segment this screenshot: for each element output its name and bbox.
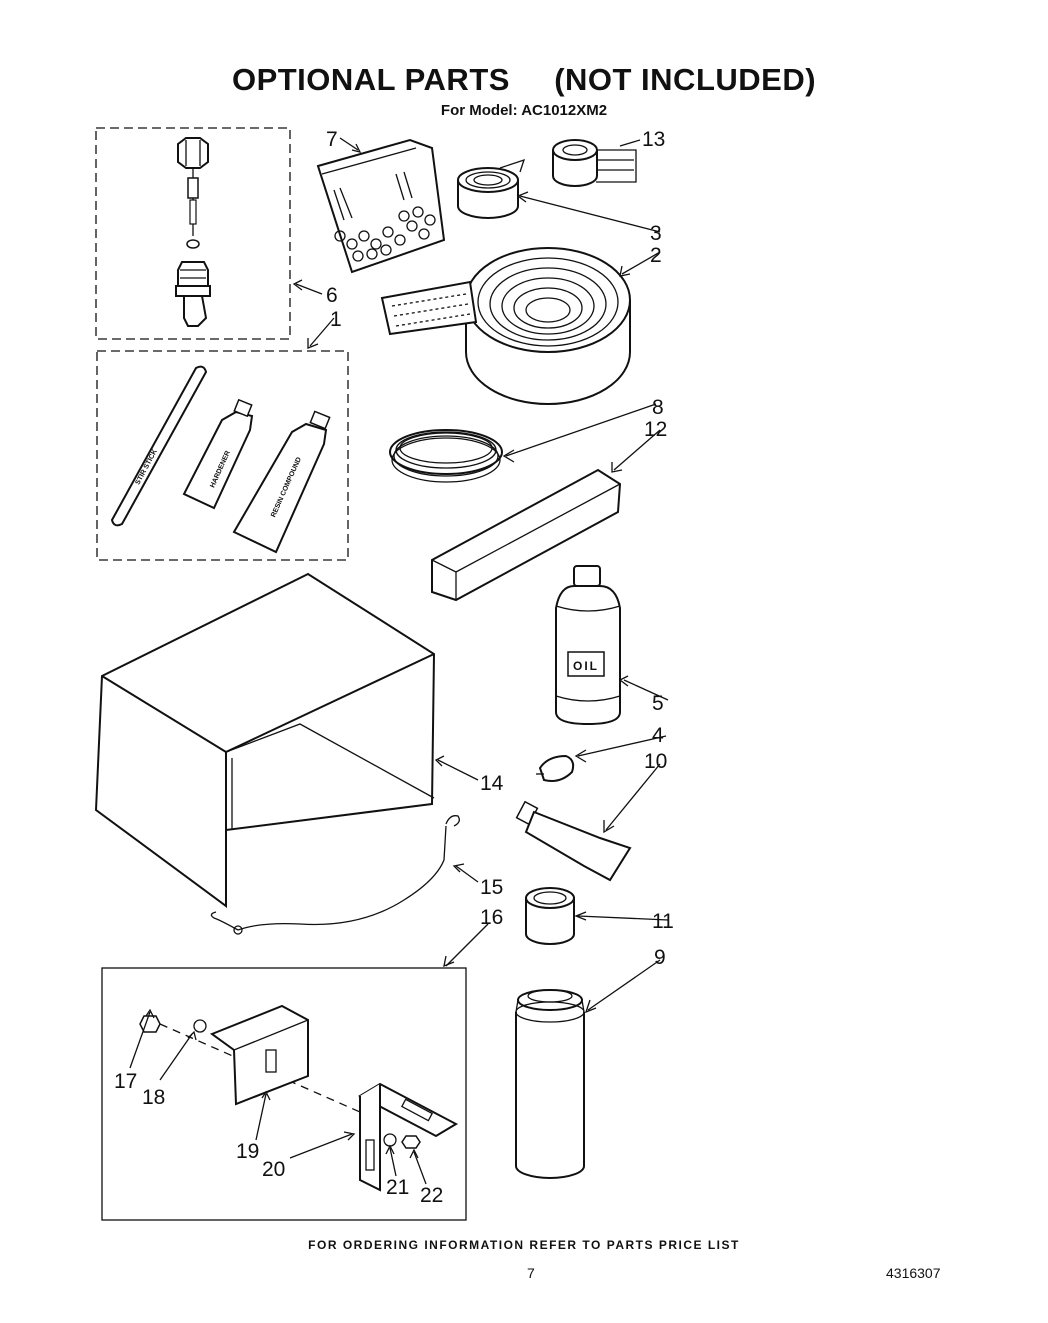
callout-15: 15: [480, 876, 503, 899]
oil-bottle: OIL: [555, 565, 621, 726]
large-foam-tape-roll: [380, 247, 631, 405]
sealant-tube: [515, 800, 632, 882]
hardware-bag: [316, 138, 446, 274]
callout-7: 7: [326, 128, 338, 151]
bracket-kit-box: [101, 967, 467, 1221]
oil-label: OIL: [573, 659, 599, 673]
spray-can: [515, 989, 585, 1179]
callout-16: 16: [480, 906, 503, 929]
bracket-hardware: [139, 1004, 459, 1192]
title-not-included: (NOT INCLUDED): [554, 62, 817, 97]
foam-strip-block: [431, 468, 622, 602]
callout-4: 4: [652, 724, 664, 747]
callout-13: 13: [642, 128, 665, 151]
valve-assembly: [175, 137, 211, 327]
callout-14: 14: [480, 772, 504, 795]
leader-lines: [129, 137, 669, 1185]
callout-10: 10: [644, 750, 667, 773]
small-tape-roll: [552, 139, 637, 187]
callout-3: 3: [650, 222, 662, 245]
drain-tube-coil: [389, 429, 503, 483]
page-title: OPTIONAL PARTS (NOT INCLUDED): [0, 62, 1048, 98]
small-can: [525, 887, 575, 945]
callout-5: 5: [652, 692, 664, 715]
resin-compound-tube: RESIN COMPOUND: [232, 410, 331, 554]
small-plug: [536, 754, 575, 782]
repair-kit-box: [96, 350, 349, 561]
callout-2: 2: [650, 244, 662, 267]
hardener-tube: HARDENER: [182, 398, 254, 510]
callout-21: 21: [386, 1176, 409, 1199]
callout-9: 9: [654, 946, 666, 969]
page-number: 7: [527, 1265, 535, 1281]
title-optional-parts: OPTIONAL PARTS: [231, 62, 510, 97]
callout-6: 6: [326, 284, 338, 307]
callout-22: 22: [420, 1184, 443, 1207]
model-subtitle: For Model: AC1012XM2: [440, 102, 608, 119]
document-number: 4316307: [886, 1265, 941, 1281]
ordering-info: FOR ORDERING INFORMATION REFER TO PARTS …: [308, 1238, 740, 1252]
cover-cord: [210, 815, 460, 935]
callout-20: 20: [262, 1158, 285, 1181]
callout-8: 8: [652, 396, 664, 419]
medium-tape-roll: [457, 158, 526, 219]
unit-cover: [94, 572, 436, 908]
callout-11: 11: [652, 910, 674, 933]
callout-19: 19: [236, 1140, 259, 1163]
callout-17: 17: [114, 1070, 137, 1093]
valve-kit-box: [95, 127, 291, 340]
callout-12: 12: [644, 418, 667, 441]
callout-1: 1: [330, 308, 342, 331]
stir-stick: STIR STICK: [110, 365, 208, 527]
callout-18: 18: [142, 1086, 165, 1109]
